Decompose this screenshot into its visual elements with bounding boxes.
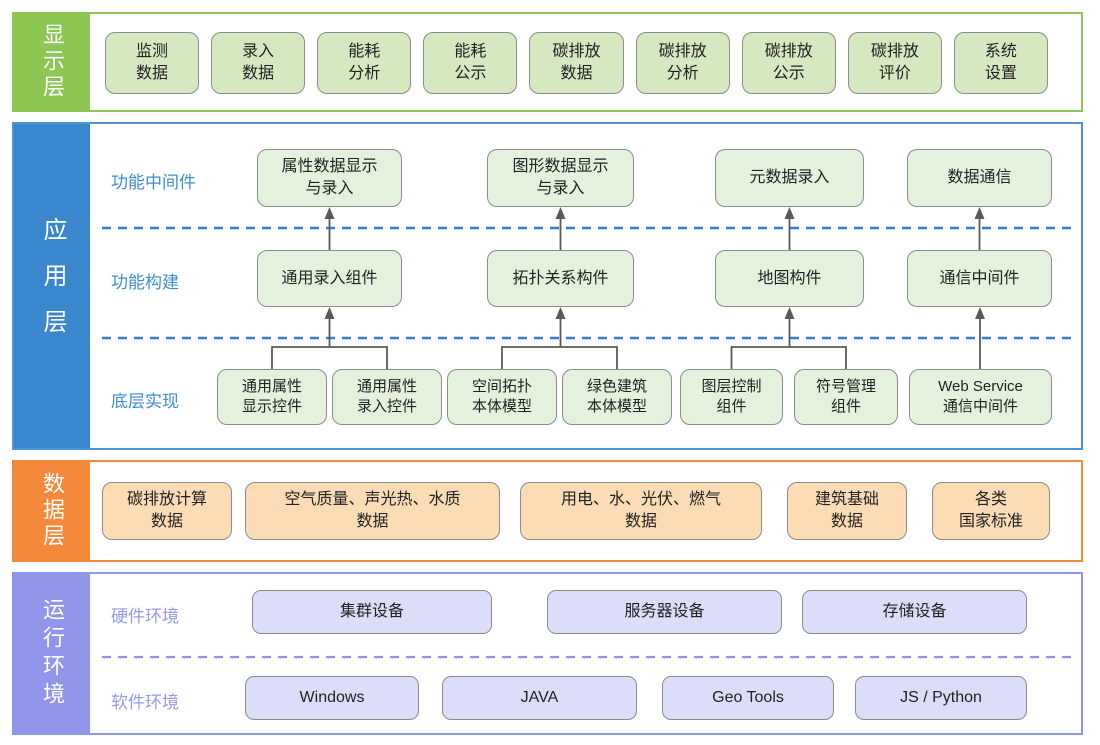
app-box-metadata-entry: 元数据录入 bbox=[715, 149, 864, 207]
app-box-map-component: 地图构件 bbox=[715, 250, 864, 307]
app-box-green-building-ontology: 绿色建筑 本体模型 bbox=[562, 369, 672, 425]
data-layer-title: 数据层 bbox=[40, 472, 65, 550]
runtime-layer-sidebar: 运行环境 bbox=[14, 574, 90, 733]
runtime-box-cluster-equipment: 集群设备 bbox=[252, 590, 492, 634]
data-box-building-basic: 建筑基础 数据 bbox=[787, 482, 907, 540]
display-box-carbon-data: 碳排放 数据 bbox=[529, 32, 624, 94]
display-box-energy-publicity: 能耗 公示 bbox=[423, 32, 518, 94]
app-box-general-entry-component: 通用录入组件 bbox=[257, 250, 402, 307]
data-box-carbon-calculation: 碳排放计算 数据 bbox=[102, 482, 232, 540]
runtime-box-windows: Windows bbox=[245, 676, 419, 720]
display-box-carbon-evaluation: 碳排放 评价 bbox=[847, 32, 942, 94]
app-box-attribute-display-control: 通用属性 显示控件 bbox=[217, 369, 327, 425]
display-box-system-settings: 系统 设置 bbox=[953, 32, 1048, 94]
runtime-box-storage-equipment: 存储设备 bbox=[802, 590, 1027, 634]
app-box-spatial-topology-ontology: 空间拓扑 本体模型 bbox=[447, 369, 557, 425]
runtime-box-server-equipment: 服务器设备 bbox=[547, 590, 782, 634]
display-box-carbon-analysis: 碳排放 分析 bbox=[635, 32, 730, 94]
application-layer-sidebar: 应用层 bbox=[14, 124, 90, 448]
runtime-row-label-hardware: 硬件环境 bbox=[111, 607, 179, 626]
app-row-label-middleware: 功能中间件 bbox=[111, 173, 196, 192]
app-box-topology-relation-component: 拓扑关系构件 bbox=[487, 250, 634, 307]
runtime-box-java: JAVA bbox=[442, 676, 637, 720]
runtime-layer-section: 运行环境 硬件环境 软件环境 集群设备 服务器设备 存储设备 Windows J… bbox=[12, 572, 1083, 735]
arrow-heads bbox=[324, 207, 985, 319]
app-box-communication-middleware: 通信中间件 bbox=[907, 250, 1052, 307]
data-layer-sidebar: 数据层 bbox=[14, 462, 90, 560]
app-box-attribute-entry-control: 通用属性 录入控件 bbox=[332, 369, 442, 425]
application-layer-section: 应用层 bbox=[12, 122, 1083, 450]
display-box-energy-analysis: 能耗 分析 bbox=[317, 32, 412, 94]
app-box-web-service-middleware: Web Service 通信中间件 bbox=[909, 369, 1052, 425]
display-box-row: 监测 数据 录入 数据 能耗 分析 能耗 公示 碳排放 数据 碳排放 分析 碳排… bbox=[105, 32, 1048, 94]
display-layer-sidebar: 显示层 bbox=[14, 14, 90, 110]
display-box-carbon-publicity: 碳排放 公示 bbox=[741, 32, 836, 94]
app-box-attribute-data-display-entry: 属性数据显示 与录入 bbox=[257, 149, 402, 207]
app-row-label-low-level: 底层实现 bbox=[111, 392, 179, 411]
runtime-row-label-software: 软件环境 bbox=[111, 693, 179, 712]
app-box-layer-control-component: 图层控制 组件 bbox=[680, 369, 783, 425]
data-box-utility-consumption: 用电、水、光伏、燃气 数据 bbox=[520, 482, 762, 540]
data-layer-section: 数据层 碳排放计算 数据 空气质量、声光热、水质 数据 用电、水、光伏、燃气 数… bbox=[12, 460, 1083, 562]
app-row-label-function-build: 功能构建 bbox=[111, 273, 179, 292]
display-box-entry-data: 录入 数据 bbox=[211, 32, 306, 94]
runtime-box-geo-tools: Geo Tools bbox=[662, 676, 834, 720]
application-layer-title: 应用层 bbox=[39, 217, 66, 355]
display-layer-section: 显示层 监测 数据 录入 数据 能耗 分析 能耗 公示 碳排放 数据 碳排放 分… bbox=[12, 12, 1083, 112]
runtime-layer-title: 运行环境 bbox=[40, 597, 65, 710]
app-box-symbol-management-component: 符号管理 组件 bbox=[794, 369, 898, 425]
display-layer-title: 显示层 bbox=[40, 23, 65, 101]
app-box-data-communication: 数据通信 bbox=[907, 149, 1052, 207]
data-box-national-standards: 各类 国家标准 bbox=[932, 482, 1050, 540]
app-box-graphic-data-display-entry: 图形数据显示 与录入 bbox=[487, 149, 634, 207]
runtime-box-js-python: JS / Python bbox=[855, 676, 1027, 720]
data-box-air-quality: 空气质量、声光热、水质 数据 bbox=[245, 482, 500, 540]
display-box-monitoring-data: 监测 数据 bbox=[105, 32, 200, 94]
